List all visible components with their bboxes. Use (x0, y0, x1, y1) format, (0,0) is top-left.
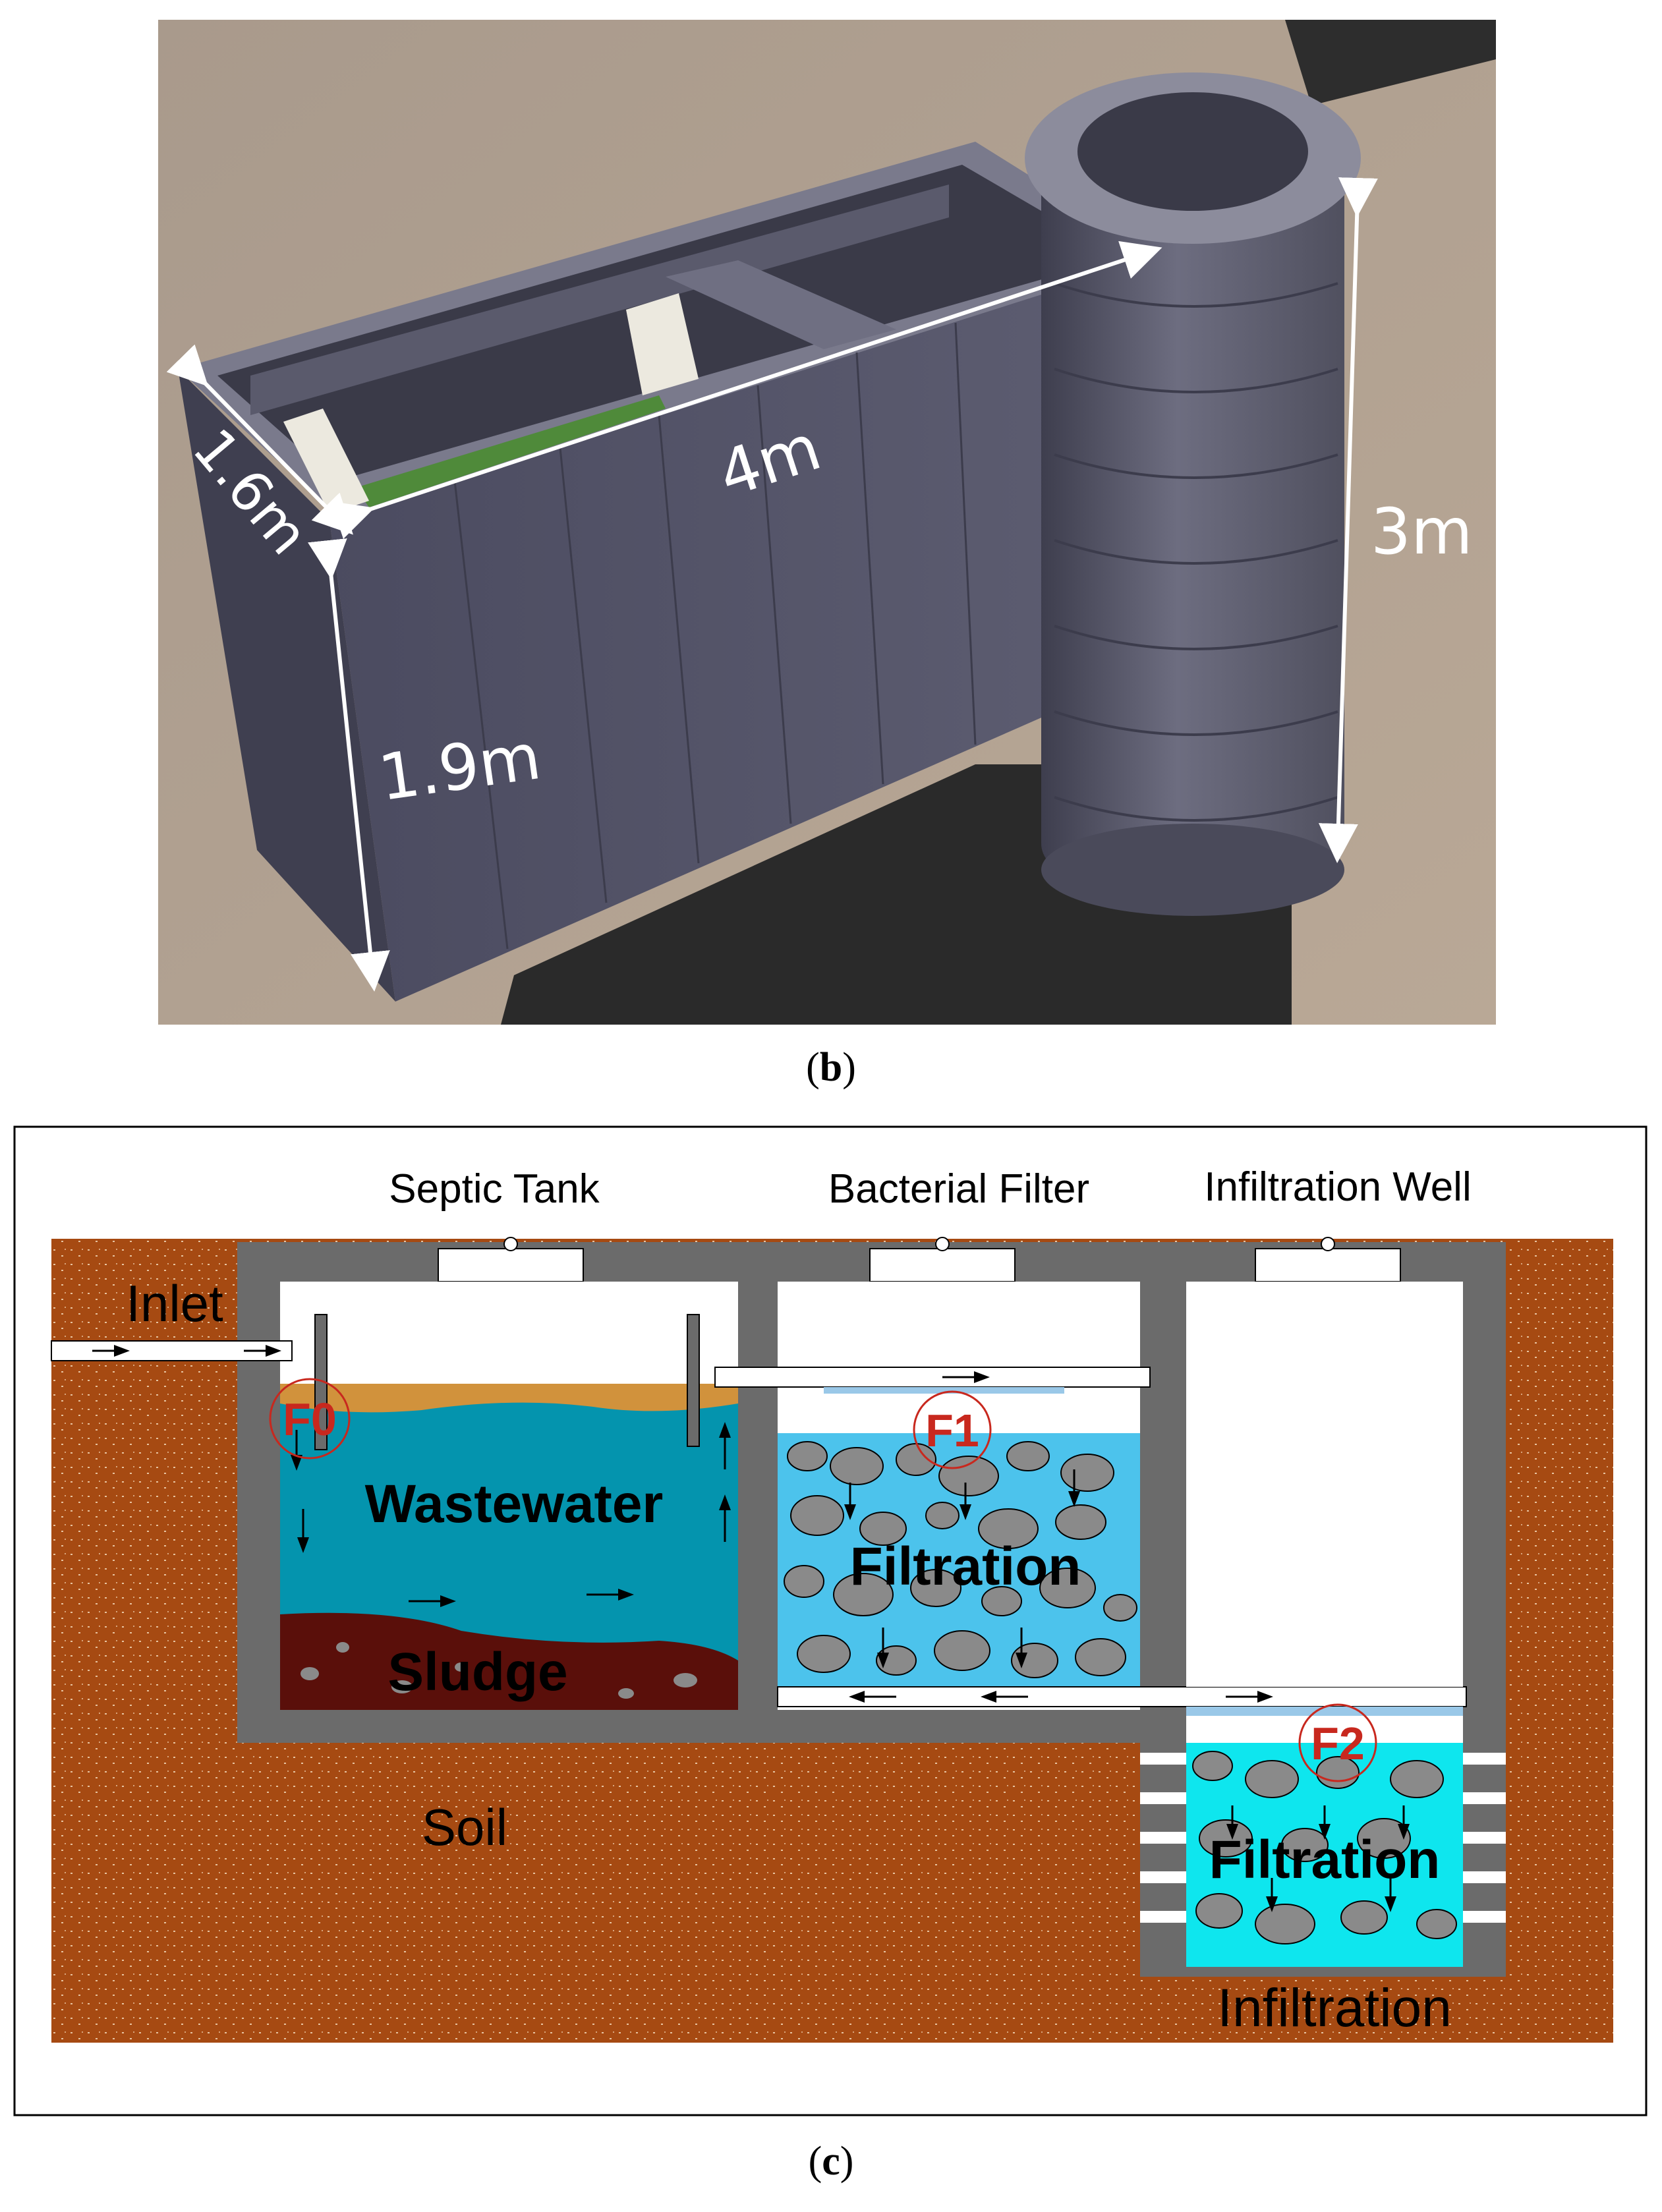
septic-tank-chamber (280, 1282, 738, 1710)
caption-c: (c) (809, 2139, 854, 2184)
dim-well-height-label: 3m (1371, 495, 1473, 569)
caption-b-open: ( (806, 1045, 820, 1090)
header-bacterial-filter: Bacterial Filter (828, 1166, 1089, 1212)
caption-c-close: ) (840, 2139, 854, 2184)
label-filtration-2: Filtration (1209, 1830, 1441, 1890)
f2-marker: F2 (1298, 1703, 1377, 1782)
inlet-pipe (51, 1340, 293, 1361)
f1-label: F1 (925, 1405, 979, 1456)
caption-b: (b) (806, 1045, 856, 1090)
f1-marker: F1 (913, 1390, 992, 1469)
label-filtration-1: Filtration (850, 1537, 1081, 1597)
header-septic-tank: Septic Tank (389, 1166, 600, 1212)
label-sludge: Sludge (387, 1642, 567, 1702)
label-infiltration: Infiltration (1217, 1978, 1452, 2038)
caption-c-letter: c (822, 2139, 840, 2184)
header-infiltration-well: Infiltration Well (1204, 1164, 1471, 1210)
f2-label: F2 (1311, 1718, 1365, 1769)
f0-marker: F0 (269, 1378, 351, 1460)
cross-section-panel: F0 F1 F2 Septic Tank Bacterial Filter In… (13, 1125, 1648, 2116)
f0-label: F0 (283, 1394, 337, 1445)
caption-c-open: ( (809, 2139, 822, 2184)
caption-b-close: ) (842, 1045, 856, 1090)
label-soil: Soil (422, 1798, 507, 1856)
infiltration-well-model (1025, 72, 1361, 916)
infiltration-well-chamber (1140, 1282, 1506, 1967)
render-3d-panel: 1.6m 4m 1.9m 3m (158, 20, 1496, 1025)
caption-b-letter: b (820, 1045, 842, 1090)
label-wastewater: Wastewater (365, 1474, 664, 1534)
label-inlet: Inlet (126, 1274, 223, 1332)
bacterial-filter-chamber (714, 1282, 1467, 1710)
dimension-arrows (166, 177, 1378, 992)
